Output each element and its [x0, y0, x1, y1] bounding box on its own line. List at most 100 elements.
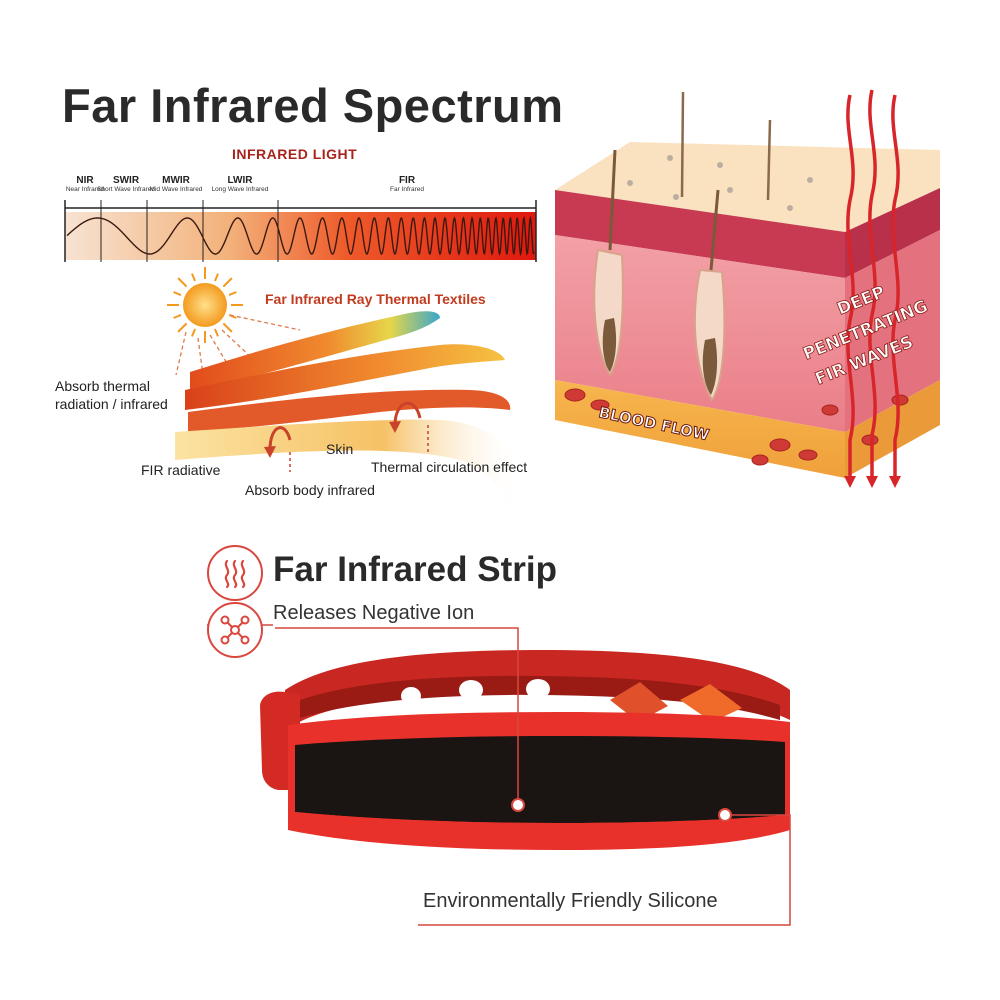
- band-code: LWIR: [227, 175, 253, 186]
- radiation-arrow: [229, 314, 301, 331]
- ion-icon-circle: [207, 602, 263, 658]
- sun-ray: [222, 322, 233, 333]
- band-name: Near Infrared: [65, 186, 105, 193]
- band-code: NIR: [76, 175, 94, 186]
- sun-ray: [214, 273, 219, 282]
- hair-shaft: [680, 91, 685, 198]
- fir-wave-arrowheads: [844, 476, 901, 488]
- sun-ray: [173, 314, 182, 319]
- wavelength-wave: [66, 215, 535, 257]
- callout-lines: [275, 627, 791, 926]
- skin-cube-diagram: BLOOD FLOW DEEP PENETRATING FIR WAVES: [555, 89, 940, 488]
- far-infrared-strip: [295, 736, 785, 823]
- skin-pores: [627, 155, 813, 211]
- arrow-head: [389, 421, 401, 433]
- pore: [667, 155, 673, 161]
- absorb-thermal-label: Absorb thermal: [55, 378, 150, 394]
- sun-ray: [173, 291, 182, 296]
- blood-cell: [751, 454, 769, 466]
- pore: [717, 162, 723, 168]
- curved-arrow: [393, 401, 422, 426]
- arrow-head: [866, 476, 878, 488]
- absorb-body-label: Absorb body infrared: [245, 482, 375, 498]
- band-code: MWIR: [162, 175, 190, 186]
- heat-icon-circle: [207, 545, 263, 601]
- blood-cell: [590, 399, 610, 411]
- band-name: Far Infrared: [390, 186, 424, 193]
- blood-layer-side: [845, 380, 940, 478]
- strip-title: Far Infrared Strip: [273, 550, 557, 589]
- blood-cell: [891, 394, 909, 406]
- radiation-arrow: [221, 329, 271, 376]
- fir-wave: [868, 89, 877, 478]
- pore: [673, 194, 679, 200]
- fir-waves: [846, 89, 900, 478]
- sun-disc: [183, 283, 227, 327]
- sun-ray: [177, 322, 188, 333]
- pore: [727, 187, 733, 193]
- epidermis-front: [555, 190, 845, 278]
- bracelet: [260, 650, 790, 850]
- blood-cell: [821, 404, 839, 416]
- molecule-icon: [220, 615, 250, 645]
- bracelet-hole: [526, 679, 550, 699]
- band-label-fir: FIR Far Infrared: [372, 175, 442, 193]
- radiation-arrow: [175, 331, 187, 376]
- hair-root: [602, 318, 617, 372]
- sun-icon: [167, 267, 243, 343]
- band-name: Short Wave Infrared: [97, 186, 155, 193]
- hair-root: [702, 338, 718, 395]
- textile-layers: [175, 311, 523, 520]
- pore: [807, 177, 813, 183]
- band-code: FIR: [398, 175, 416, 186]
- arrow-head: [889, 476, 901, 488]
- skin-top-surface: [555, 142, 940, 232]
- fir-wave: [891, 94, 900, 478]
- bracelet-lower-edge: [290, 812, 785, 848]
- textile-layer: [185, 344, 505, 410]
- hair-shaft: [608, 149, 617, 251]
- thermal-circulation-label: Thermal circulation effect: [371, 459, 528, 475]
- blood-layer-front: [555, 380, 845, 478]
- sun-ray: [191, 328, 196, 337]
- inner-pattern: [610, 682, 668, 722]
- hair-follicles: [593, 91, 772, 402]
- callout-silicone: [418, 814, 791, 926]
- bracelet-hole: [401, 687, 421, 705]
- band-label-nir: NIR Near Infrared: [50, 175, 120, 193]
- pore: [787, 205, 793, 211]
- pore: [627, 180, 633, 186]
- bracelet-inner: [300, 675, 780, 720]
- blood-cell: [769, 438, 791, 452]
- textiles-title: Far Infrared Ray Thermal Textiles: [265, 291, 486, 307]
- arrow-head: [844, 476, 856, 488]
- band-code: SWIR: [112, 175, 140, 186]
- page-title: Far Infrared Spectrum: [62, 79, 564, 132]
- bracelet-hole: [459, 680, 483, 700]
- textile-layer: [188, 389, 511, 432]
- negative-ion-label: Releases Negative Ion: [273, 602, 475, 624]
- sun-ray: [177, 277, 188, 288]
- sun-ray: [214, 328, 219, 337]
- callout-negative-ion: [275, 627, 519, 800]
- sun-ray: [191, 273, 196, 282]
- spectrum-band: [64, 200, 537, 262]
- band-name: Long Wave Infrared: [211, 186, 269, 193]
- band-name: Mid Wave Infrared: [149, 186, 203, 193]
- silicone-label: Environmentally Friendly Silicone: [423, 890, 718, 912]
- textile-layer: [190, 311, 440, 392]
- blood-cell: [798, 449, 818, 461]
- callout-dot: [511, 798, 525, 812]
- sun-ray: [228, 291, 237, 296]
- hair-shaft: [766, 119, 772, 201]
- fir-wave: [846, 94, 855, 478]
- band-label-mwir: MWIR Mid Wave Infrared: [141, 175, 211, 193]
- sun-ray: [222, 277, 233, 288]
- callout-dot: [718, 808, 732, 822]
- band-label-swir: SWIR Short Wave Infrared: [91, 175, 161, 193]
- inner-pattern: [680, 684, 742, 722]
- band-label-lwir: LWIR Long Wave Infrared: [205, 175, 275, 193]
- skin-label: Skin: [326, 441, 354, 457]
- arrow-head: [264, 446, 276, 458]
